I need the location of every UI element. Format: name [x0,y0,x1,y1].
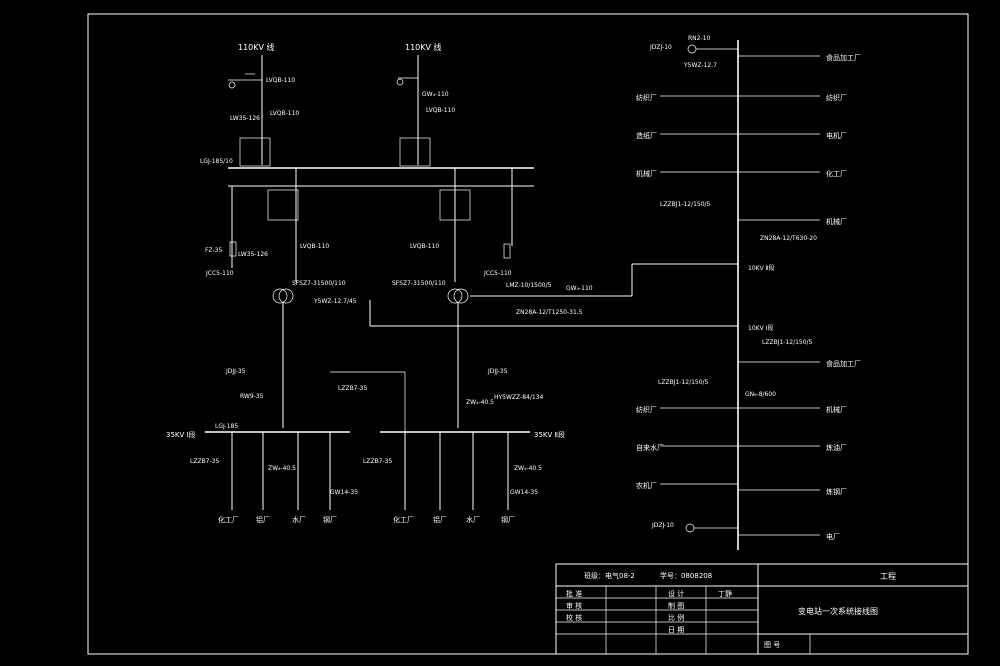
feeders-10kv-right: 食品加工厂 纺织厂 电机厂 化工厂 机械厂 食品加工厂 机械厂 炼油厂 炼钢厂 … [738,53,861,541]
svg-text:机械厂: 机械厂 [826,405,847,414]
svg-text:LGJ-185/10: LGJ-185/10 [200,158,233,165]
svg-text:炼油厂: 炼油厂 [826,443,847,452]
svg-text:LZZBJ1-12/150/5: LZZBJ1-12/150/5 [658,379,709,386]
svg-text:自来水厂: 自来水厂 [636,443,664,452]
svg-text:电机厂: 电机厂 [826,131,847,140]
svg-text:JDJJ-35: JDJJ-35 [225,368,246,375]
hv-line-2-label: 110KV 线 [405,42,442,52]
svg-text:化工厂: 化工厂 [393,515,414,524]
svg-text:GW14-35: GW14-35 [330,489,358,496]
svg-text:化工厂: 化工厂 [218,515,239,524]
svg-text:ZW₄-40.5: ZW₄-40.5 [268,465,296,472]
svg-text:Y5WZ-12.7/45: Y5WZ-12.7/45 [313,298,357,305]
hv-line-1: 110KV 线 LVQB-110 LVQB-110 LW35-126 [228,42,299,167]
svg-text:铝厂: 铝厂 [433,515,447,524]
svg-text:LZZB7-35: LZZB7-35 [363,458,392,465]
svg-text:35KV Ⅱ段: 35KV Ⅱ段 [534,430,565,439]
drawing-frame [87,13,969,655]
svg-text:水厂: 水厂 [292,515,306,524]
svg-text:钢厂: 钢厂 [323,515,337,524]
svg-text:设 计: 设 计 [668,589,684,598]
svg-text:学号：0808208: 学号：0808208 [660,571,712,580]
svg-text:JDJJ-35: JDJJ-35 [487,368,508,375]
svg-text:机械厂: 机械厂 [636,169,657,178]
svg-text:铝厂: 铝厂 [256,515,270,524]
svg-text:制 图: 制 图 [668,601,684,610]
svg-text:LVQB-110: LVQB-110 [410,243,439,250]
hv-line-1-label: 110KV 线 [238,42,275,52]
svg-text:FZ-35: FZ-35 [205,247,222,254]
svg-text:ZN28A-12/T1250-31.5: ZN28A-12/T1250-31.5 [516,309,583,316]
svg-text:LW35-126: LW35-126 [230,115,260,122]
svg-text:食品加工厂: 食品加工厂 [826,359,861,368]
svg-text:批 准: 批 准 [566,589,582,598]
svg-text:变电站一次系统接线图: 变电站一次系统接线图 [798,606,878,616]
svg-text:纺织厂: 纺织厂 [826,93,847,102]
svg-text:HY5WZZ-84/134: HY5WZZ-84/134 [494,394,543,401]
svg-text:LVQB-110: LVQB-110 [266,77,295,84]
svg-text:审 核: 审 核 [566,601,582,610]
svg-text:化工厂: 化工厂 [826,169,847,178]
svg-text:RW9-35: RW9-35 [240,393,264,400]
svg-text:农机厂: 农机厂 [636,481,657,490]
svg-text:校 核: 校 核 [566,613,582,622]
svg-text:工程: 工程 [880,572,896,581]
svg-text:食品加工厂: 食品加工厂 [826,53,861,62]
svg-text:JCC5-110: JCC5-110 [205,270,234,277]
svg-text:RN2-10: RN2-10 [688,35,710,42]
svg-text:10KV Ⅱ段: 10KV Ⅱ段 [748,264,775,272]
svg-text:JCC5-110: JCC5-110 [483,270,512,277]
svg-text:35KV Ⅰ段: 35KV Ⅰ段 [166,430,196,439]
svg-text:纺织厂: 纺织厂 [636,93,657,102]
svg-text:造纸厂: 造纸厂 [636,131,657,140]
title-block: 班级：电气08-2 学号：0808208 工程 批 准 审 核 校 核 设 计 … [555,563,969,655]
svg-text:LVQB-110: LVQB-110 [426,107,455,114]
svg-text:班级：电气08-2: 班级：电气08-2 [584,571,635,580]
svg-text:LVQB-110: LVQB-110 [270,110,299,117]
svg-text:ZN28A-12/T630-20: ZN28A-12/T630-20 [760,235,817,242]
svg-text:钢厂: 钢厂 [501,515,515,524]
svg-text:电厂: 电厂 [826,532,840,541]
svg-text:LW35-126: LW35-126 [238,251,268,258]
svg-text:ZW₄-40.5: ZW₄-40.5 [466,399,494,406]
svg-text:SFSZ7-31500/110: SFSZ7-31500/110 [392,280,446,287]
svg-text:GW14-35: GW14-35 [510,489,538,496]
svg-text:炼钢厂: 炼钢厂 [826,487,847,496]
svg-text:图 号: 图 号 [764,641,780,649]
feeders-10kv-left: 纺织厂 造纸厂 机械厂 纺织厂 自来水厂 农机厂 [636,93,738,490]
svg-text:LZZB7-35: LZZB7-35 [190,458,219,465]
transformer-1: SFSZ7-31500/110 Y5WZ-12.7/45 [272,280,357,428]
svg-text:GN₆-8/600: GN₆-8/600 [745,391,776,398]
svg-text:ZW₄-40.5: ZW₄-40.5 [514,465,542,472]
svg-text:JDZJ-10: JDZJ-10 [651,522,674,529]
svg-text:SFSZ7-31500/110: SFSZ7-31500/110 [292,280,346,287]
svg-text:日 期: 日 期 [668,626,684,634]
svg-text:比 例: 比 例 [668,613,684,622]
svg-text:LMZ-10/1500/5: LMZ-10/1500/5 [506,282,552,289]
transformer-2: SFSZ7-31500/110 [392,280,469,428]
svg-text:LGJ-185: LGJ-185 [215,423,238,430]
svg-text:LZZBJ1-12/150/5: LZZBJ1-12/150/5 [762,339,813,346]
svg-text:丁静: 丁静 [718,589,732,598]
svg-text:Y5WZ-12.7: Y5WZ-12.7 [683,62,717,69]
svg-text:水厂: 水厂 [466,515,480,524]
svg-text:LZZB7-35: LZZB7-35 [338,385,367,392]
svg-text:纺织厂: 纺织厂 [636,405,657,414]
svg-text:GW₄-110: GW₄-110 [566,285,593,292]
svg-text:10KV Ⅰ段: 10KV Ⅰ段 [748,324,773,332]
svg-text:机械厂: 机械厂 [826,217,847,226]
svg-text:JDZJ-10: JDZJ-10 [649,44,672,51]
svg-text:LVQB-110: LVQB-110 [300,243,329,250]
svg-text:GW₄-110: GW₄-110 [422,91,449,98]
feeders-35kv: LZZB7-35 ZW₄-40.5 LZZB7-35 ZW₄-40.5 GW14… [190,432,542,524]
hv-line-2: 110KV 线 GW₄-110 LVQB-110 [396,42,455,167]
svg-text:LZZBJ1-12/150/5: LZZBJ1-12/150/5 [660,201,711,208]
